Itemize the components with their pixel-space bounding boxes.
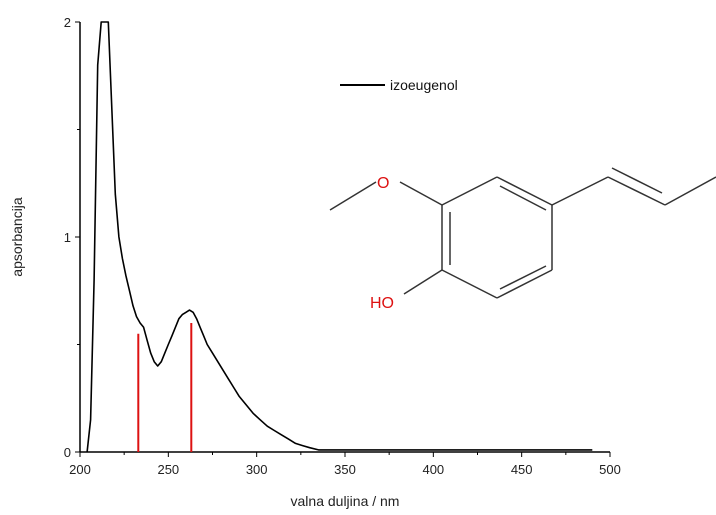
x-tick-label: 300 (246, 462, 268, 477)
plot-area: 200 250 300 350 400 450 500 0 1 2 valna duljina / … (9, 15, 621, 509)
x-tick-label: 200 (69, 462, 91, 477)
x-tick-label: 350 (334, 462, 356, 477)
x-tick-label: 500 (599, 462, 621, 477)
y-tick-label: 2 (64, 15, 71, 30)
bond (441, 269, 498, 299)
bond (496, 269, 553, 299)
y-tick-label: 0 (64, 445, 71, 460)
legend-label: izoeugenol (390, 77, 458, 93)
legend: izoeugenol (340, 77, 458, 93)
bond (499, 185, 547, 211)
bond (611, 167, 663, 194)
x-tick-label: 450 (511, 462, 533, 477)
series-line-0 (86, 21, 593, 453)
molecule-structure (329, 167, 716, 299)
bond (329, 181, 377, 211)
bond (499, 265, 547, 290)
x-axis-title: valna duljina / nm (291, 493, 400, 509)
bond (551, 176, 609, 206)
bond (664, 176, 716, 206)
x-tick-label: 250 (157, 462, 179, 477)
x-tick-label: 400 (422, 462, 444, 477)
bond (607, 176, 666, 206)
bond (399, 181, 443, 206)
bond (496, 176, 553, 206)
y-tick-label: 1 (64, 230, 71, 245)
y-axis-title: apsorbancija (9, 197, 25, 277)
hydroxyl-label: HO (370, 295, 394, 312)
bond (403, 269, 443, 295)
bond (441, 176, 498, 206)
oxygen-label: O (377, 175, 389, 192)
